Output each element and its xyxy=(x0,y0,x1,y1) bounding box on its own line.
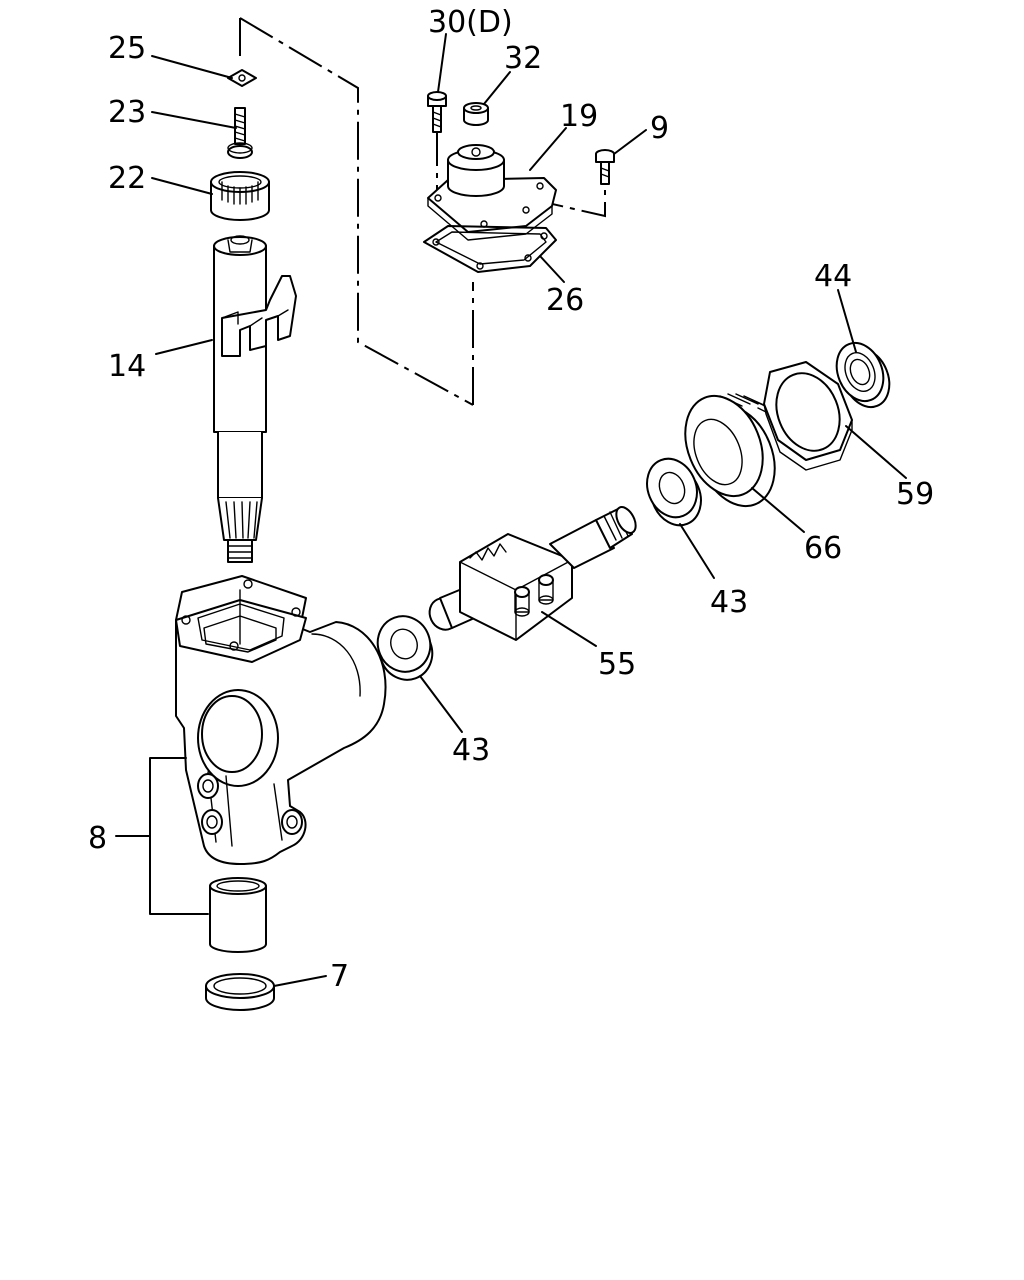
part-43-bearing-upper xyxy=(646,457,702,527)
callout-25: 25 xyxy=(108,31,146,66)
callout-44: 44 xyxy=(814,259,852,294)
part-43-bearing-lower xyxy=(376,615,434,681)
leader-lines xyxy=(115,33,907,987)
callout-32: 32 xyxy=(504,41,542,76)
part-44-oil-seal xyxy=(835,341,891,409)
callout-7: 7 xyxy=(330,959,349,994)
callout-8: 8 xyxy=(88,821,107,856)
part-9-cover-bolt xyxy=(595,149,615,185)
part-23-adjusting-screw xyxy=(227,107,253,159)
part-25-square-washer xyxy=(227,69,257,87)
callout-43-lower: 43 xyxy=(452,733,490,768)
part-8-gear-housing xyxy=(175,575,387,865)
part-19-side-cover xyxy=(427,144,557,241)
callout-labels: 25 23 22 14 30(D) 32 19 9 26 44 59 66 43… xyxy=(88,5,934,994)
part-55-control-valve xyxy=(428,506,637,641)
part-8-bushing xyxy=(209,877,267,953)
part-30-bolt xyxy=(427,91,447,133)
part-66-threaded-plug xyxy=(684,393,779,508)
callout-19: 19 xyxy=(560,99,598,134)
callout-66: 66 xyxy=(804,531,842,566)
part-26-gasket xyxy=(423,225,557,273)
callout-26: 26 xyxy=(546,283,584,318)
part-59-hex-lock-nut xyxy=(763,361,853,471)
callout-9: 9 xyxy=(650,111,669,146)
callout-14: 14 xyxy=(108,349,146,384)
callout-59: 59 xyxy=(896,477,934,512)
callout-43-upper: 43 xyxy=(710,585,748,620)
callout-55: 55 xyxy=(598,647,636,682)
callout-22: 22 xyxy=(108,161,146,196)
callout-23: 23 xyxy=(108,95,146,130)
part-22-needle-bearing xyxy=(210,171,270,221)
callout-30d: 30(D) xyxy=(428,5,513,40)
part-14-sector-shaft xyxy=(213,235,297,563)
assembly-guide-lines xyxy=(239,17,606,406)
part-32-lock-nut xyxy=(463,102,489,126)
part-7-seal-ring xyxy=(205,973,275,1011)
